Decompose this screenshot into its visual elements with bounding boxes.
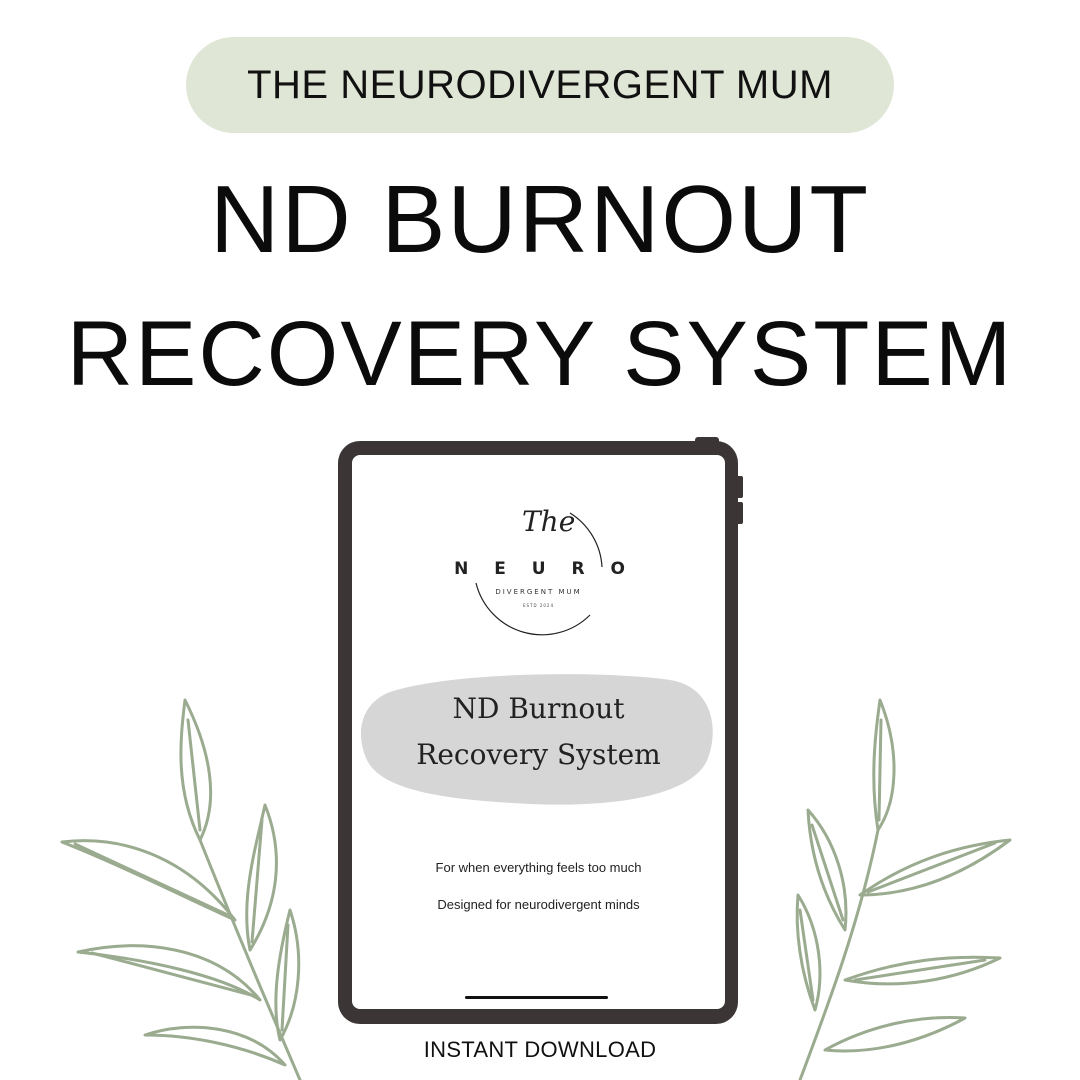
title-blob-shape — [360, 674, 713, 805]
screen-title-line-1: ND Burnout — [452, 692, 625, 725]
brand-pill-text: THE NEURODIVERGENT MUM — [247, 62, 833, 107]
brand-pill: THE NEURODIVERGENT MUM — [186, 37, 894, 133]
screen-title-line-2: Recovery System — [416, 738, 661, 771]
logo-wordmark: N E U R O — [454, 559, 635, 579]
headline-line-1: ND BURNOUT — [210, 166, 870, 273]
home-indicator-bar — [465, 996, 608, 999]
headline-line-2: RECOVERY SYSTEM — [66, 303, 1014, 405]
tablet-volume-down-button — [734, 502, 743, 524]
right-branch-icon — [795, 698, 1012, 1080]
svg-text:The: The — [522, 505, 575, 538]
tablet-screen: The N E U R O DIVERGENT MUM ESTD 2024 ND… — [352, 455, 725, 1009]
leaf-branches-illustration — [60, 698, 1012, 1080]
tagline-1: For when everything feels too much — [435, 860, 642, 875]
logo-subtitle: DIVERGENT MUM — [495, 588, 582, 596]
logo-established: ESTD 2024 — [522, 603, 555, 608]
tablet-volume-up-button — [734, 476, 743, 498]
brand-logo-ring-icon: The — [475, 505, 603, 636]
left-branch-icon — [60, 698, 302, 1080]
tagline-2: Designed for neurodivergent minds — [437, 897, 640, 912]
instant-download-label: INSTANT DOWNLOAD — [423, 1037, 657, 1062]
